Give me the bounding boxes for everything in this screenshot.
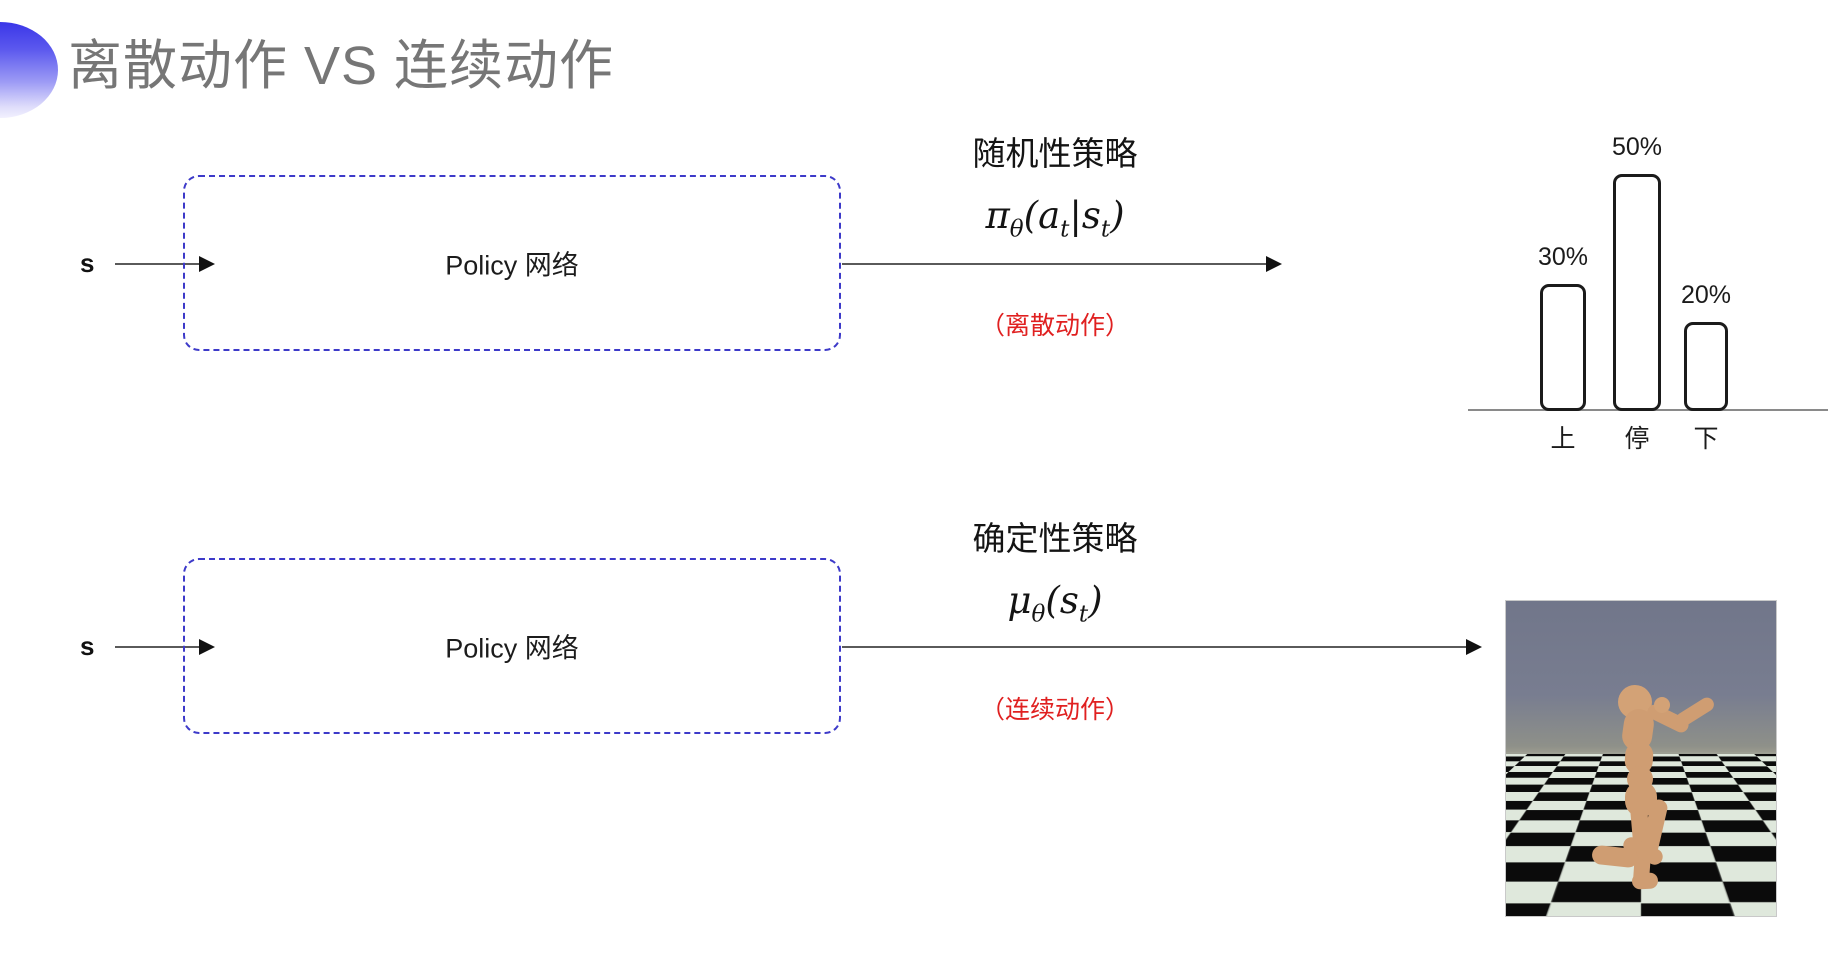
caption-block-continuous: 确定性策略 μθ(st) <box>930 517 1180 644</box>
caption-note-continuous: （连续动作） <box>979 696 1130 724</box>
bar-value-2: 20% <box>1680 281 1732 309</box>
input-arrow-discrete <box>115 256 215 272</box>
formula-theta-sub-2: θ <box>1031 601 1046 628</box>
caption-note-block-continuous: （连续动作） <box>930 692 1180 728</box>
caption-block-discrete: 随机性策略 πθ(at|st) <box>930 132 1180 259</box>
caption-title-discrete: 随机性策略 <box>972 135 1138 172</box>
formula-t-sub-3: t <box>1078 601 1089 628</box>
formula-theta-sub: θ <box>1009 216 1024 243</box>
caption-formula-continuous: μθ(st) <box>930 571 1180 644</box>
output-arrow-continuous <box>842 639 1482 655</box>
bar-category-0: 上 <box>1550 425 1576 453</box>
policy-network-label-continuous: Policy 网络 <box>445 633 579 664</box>
formula-open-s: (s <box>1045 579 1079 622</box>
humanoid-foot-front <box>1631 872 1659 890</box>
policy-network-box-discrete[interactable]: Policy 网络 <box>183 175 841 351</box>
bar-1 <box>1613 174 1661 411</box>
bar-category-2: 下 <box>1693 425 1719 453</box>
input-state-label-continuous: s <box>80 631 95 661</box>
policy-network-label-discrete: Policy 网络 <box>445 250 579 281</box>
bar-chart-discrete-actions: 30% 上 50% 停 20% 下 <box>1468 95 1828 455</box>
input-arrow-continuous <box>115 639 215 655</box>
bar-category-1: 停 <box>1624 425 1650 453</box>
caption-formula-discrete: πθ(at|st) <box>930 186 1180 259</box>
formula-mu: μ <box>1007 579 1032 622</box>
caption-note-discrete: （离散动作） <box>979 312 1130 340</box>
formula-bar-s: |s <box>1069 194 1101 237</box>
caption-title-continuous: 确定性策略 <box>972 520 1138 557</box>
formula-close-2: ) <box>1088 579 1103 622</box>
formula-t-sub-1: t <box>1060 216 1070 243</box>
caption-note-block-discrete: （离散动作） <box>930 308 1180 344</box>
bar-0 <box>1540 284 1586 411</box>
humanoid-simulation-image <box>1505 600 1777 917</box>
bar-value-0: 30% <box>1537 243 1589 271</box>
bar-2 <box>1684 322 1728 411</box>
bar-value-1: 50% <box>1611 133 1663 161</box>
formula-open-a: (a <box>1023 194 1061 237</box>
input-state-label-discrete: s <box>80 248 95 278</box>
humanoid-hand <box>1654 697 1670 713</box>
title-accent-shape <box>0 22 58 118</box>
formula-close: ) <box>1110 194 1125 237</box>
formula-pi: π <box>985 194 1010 237</box>
page-title: 离散动作 VS 连续动作 <box>68 36 615 96</box>
policy-network-box-continuous[interactable]: Policy 网络 <box>183 558 841 734</box>
output-arrow-discrete <box>842 256 1282 272</box>
formula-t-sub-2: t <box>1100 216 1111 243</box>
